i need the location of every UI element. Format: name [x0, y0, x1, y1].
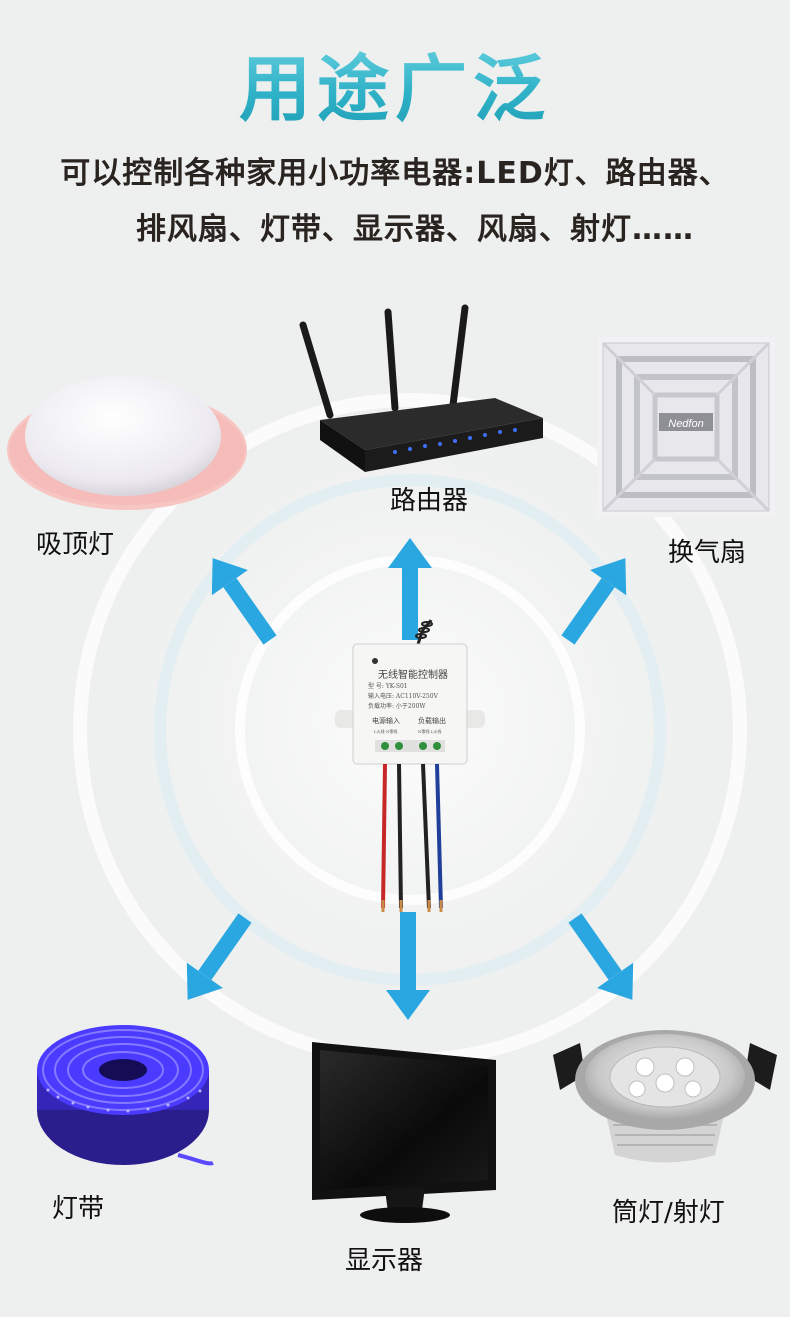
- controller-output-label: 负载输出: [418, 717, 446, 725]
- ceiling-light-image: [7, 376, 247, 510]
- controller-terminal-out: N零线 L火线: [418, 729, 442, 734]
- controller-image: [335, 619, 485, 912]
- fan-brand-text: Nedfon: [668, 418, 703, 430]
- arrow-monitor: [386, 912, 430, 1020]
- arrow-exhaust-fan: [561, 558, 627, 645]
- controller-input-label: 电源输入: [372, 717, 400, 725]
- arrow-led-strip: [186, 913, 252, 1000]
- arrow-spotlight: [568, 913, 634, 1000]
- monitor-image: [312, 1042, 496, 1223]
- controller-terminal-in: L火线 N零线: [374, 729, 398, 734]
- description-line-1: 可以控制各种家用小功率电器:LED灯、路由器、: [60, 156, 730, 191]
- controller-model: 型 号: YK-S01: [368, 683, 408, 690]
- controller-power: 负载功率: 小于200W: [368, 703, 426, 710]
- arrow-ceiling-light: [211, 558, 277, 645]
- controller-name: 无线智能控制器: [378, 670, 448, 681]
- page-title: 用途广泛: [0, 30, 790, 135]
- ceiling-light-label: 吸顶灯: [36, 530, 115, 560]
- spotlight-label: 筒灯/射灯: [612, 1198, 725, 1228]
- spotlight-image: [553, 1030, 777, 1163]
- led-strip-image: [37, 1025, 214, 1166]
- monitor-label: 显示器: [345, 1246, 424, 1276]
- description-line-2: 排风扇、灯带、显示器、风扇、射灯……: [136, 212, 694, 247]
- led-strip-label: 灯带: [52, 1194, 105, 1224]
- exhaust-fan-image: Nedfon: [597, 337, 775, 517]
- arrow-router: [388, 538, 432, 640]
- router-image: [299, 304, 543, 472]
- controller-specs: 型 号: YK-S01 输入电压: AC110V-250V 负载功率: 小于20…: [368, 682, 438, 712]
- exhaust-fan-label: 换气扇: [668, 538, 747, 568]
- router-label: 路由器: [390, 486, 469, 516]
- controller-voltage: 输入电压: AC110V-250V: [368, 693, 438, 700]
